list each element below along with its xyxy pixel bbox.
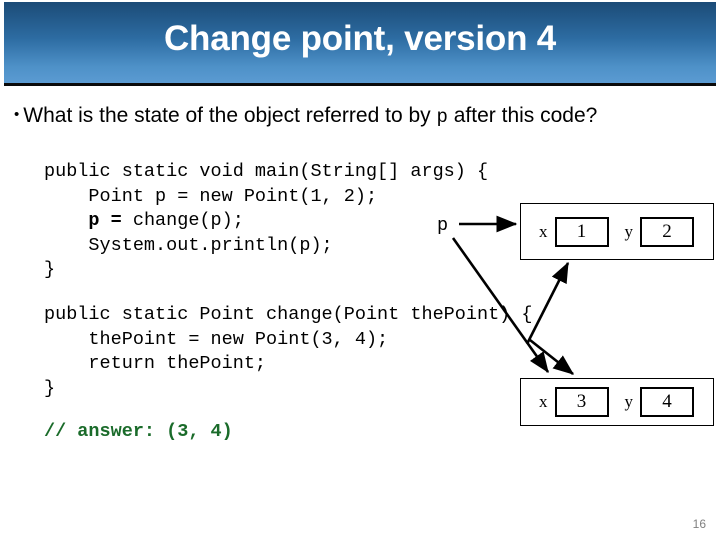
code-main-part1: public static void main(String[] args) {… (44, 161, 489, 207)
arrow-thepoint-to-object1 (525, 261, 570, 345)
field-name-y: y (624, 221, 634, 241)
bullet-text-before: What is the state of the object referred… (23, 104, 431, 127)
field-name-x: x (539, 221, 548, 241)
point-object-box-1: x 1 y 2 (520, 203, 714, 260)
field-value-y: 4 (640, 387, 694, 417)
page-title: Change point, version 4 (163, 19, 557, 58)
bullet-question: •What is the state of the object referre… (14, 104, 714, 128)
field-value-y: 2 (640, 216, 694, 247)
arrow-thepoint-to-object2 (529, 338, 575, 376)
bullet-marker-icon: • (14, 106, 20, 123)
code-main-bold-assignment: p = (88, 210, 122, 231)
code-main-part2: change(p); System.out.println(p); } (44, 210, 333, 280)
field-name-y: y (624, 392, 634, 411)
slide-title-banner: Change point, version 4 (4, 2, 716, 86)
bullet-mono-token: p (436, 106, 448, 128)
code-block-change: public static Point change(Point thePoin… (44, 304, 533, 399)
field-name-x: x (539, 392, 548, 411)
code-answer-comment: // answer: (3, 4) (44, 421, 233, 442)
object-field-y: y 4 (624, 387, 694, 417)
object-field-x: x 3 (539, 387, 609, 417)
bullet-text-after: after this code? (453, 104, 598, 127)
page-number: 16 (692, 517, 706, 531)
field-value-x: 3 (554, 387, 609, 417)
object-field-y: y 2 (624, 216, 694, 247)
object-field-x: x 1 (539, 216, 609, 247)
code-block-main: public static void main(String[] args) {… (44, 160, 488, 283)
point-object-box-2: x 3 y 4 (520, 378, 714, 426)
field-value-x: 1 (554, 216, 609, 247)
pointer-variable-label: p (437, 215, 449, 236)
